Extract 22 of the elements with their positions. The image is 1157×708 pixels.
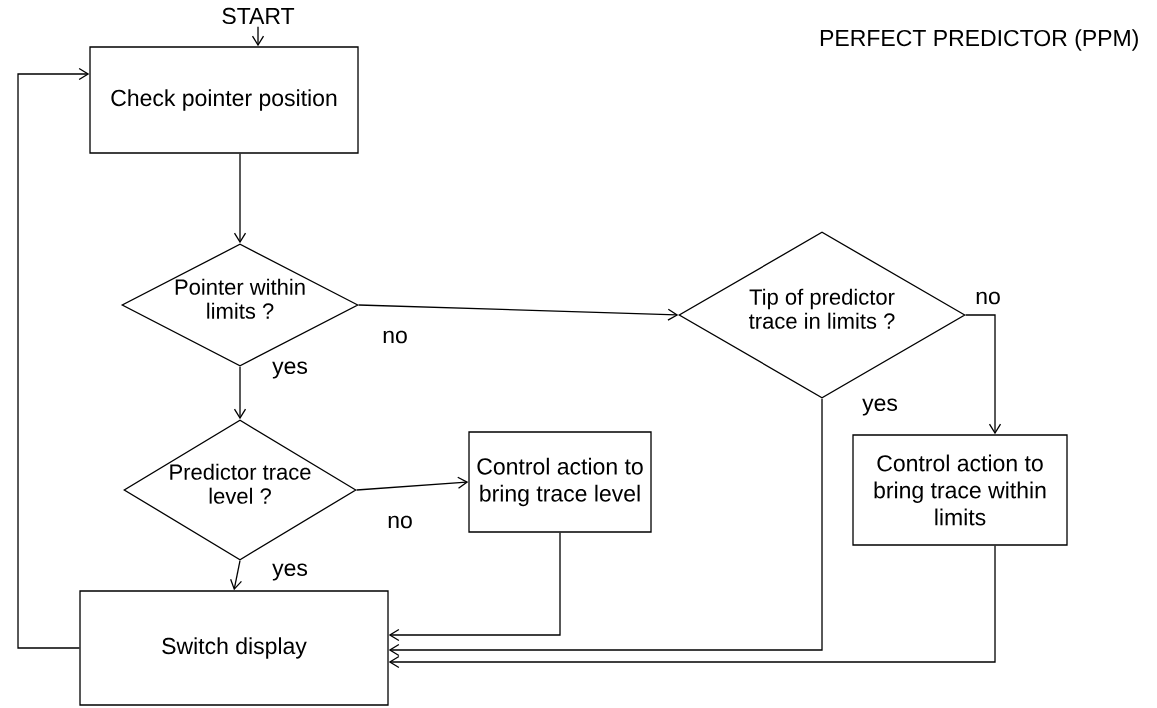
process-box: Switch display bbox=[79, 590, 389, 706]
arrow bbox=[356, 476, 469, 491]
arrow bbox=[17, 67, 90, 649]
arrow bbox=[233, 366, 247, 420]
edge-label: no bbox=[381, 329, 409, 345]
process-box: Control action to bring trace level bbox=[468, 431, 652, 533]
arrow bbox=[233, 153, 247, 244]
start-label: START bbox=[222, 7, 295, 25]
edge-label: yes bbox=[271, 562, 309, 582]
arrow bbox=[388, 398, 823, 657]
arrow bbox=[230, 560, 243, 591]
process-box: Control action to bring trace within limits bbox=[852, 434, 1068, 546]
edge-label: yes bbox=[861, 397, 899, 417]
title: PERFECT PREDICTOR (PPM) bbox=[820, 29, 1138, 51]
arrow bbox=[251, 26, 265, 47]
process-box: Check pointer position bbox=[89, 46, 359, 154]
arrow bbox=[388, 532, 561, 642]
arrow bbox=[358, 304, 679, 321]
edge-label: no bbox=[974, 290, 1002, 306]
arrow bbox=[388, 545, 996, 669]
arrow bbox=[965, 314, 1002, 435]
edge-label: no bbox=[386, 514, 414, 530]
